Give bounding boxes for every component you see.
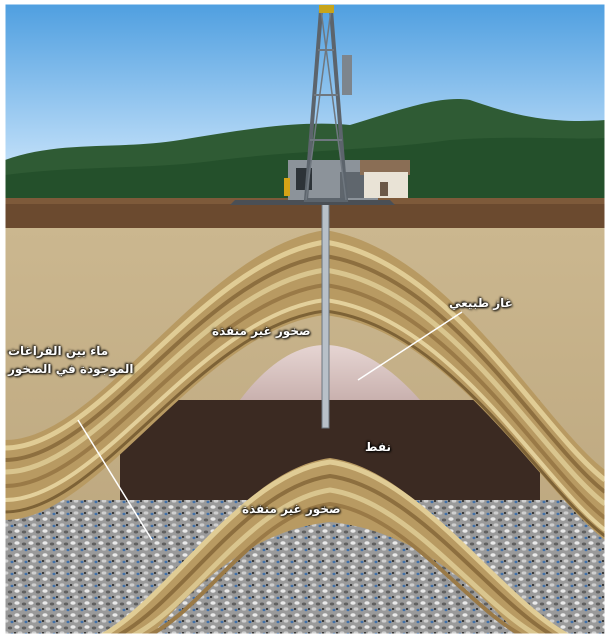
water-label-line1: ماء بين الفراغات [8, 344, 109, 358]
lower-impermeable-arch [100, 458, 570, 634]
oil-zone [120, 400, 540, 500]
drilling-rig [230, 5, 410, 205]
gas-zone [240, 345, 420, 400]
impermeable-rock-label-bottom: صخور غير منفذة [242, 502, 341, 516]
oil-label: نفط [365, 440, 391, 454]
drill-pipe [321, 199, 330, 429]
water-pointer-line [77, 419, 153, 541]
water-in-pores-label: ماء بين الفراغات الموجودة في الصخور [8, 342, 133, 378]
gas-pointer-line [357, 311, 463, 381]
impermeable-rock-label-top: صخور غير منفذة [212, 324, 311, 338]
water-label-line2: الموجودة في الصخور [8, 362, 134, 376]
natural-gas-label: غاز طبيعي [449, 296, 513, 310]
